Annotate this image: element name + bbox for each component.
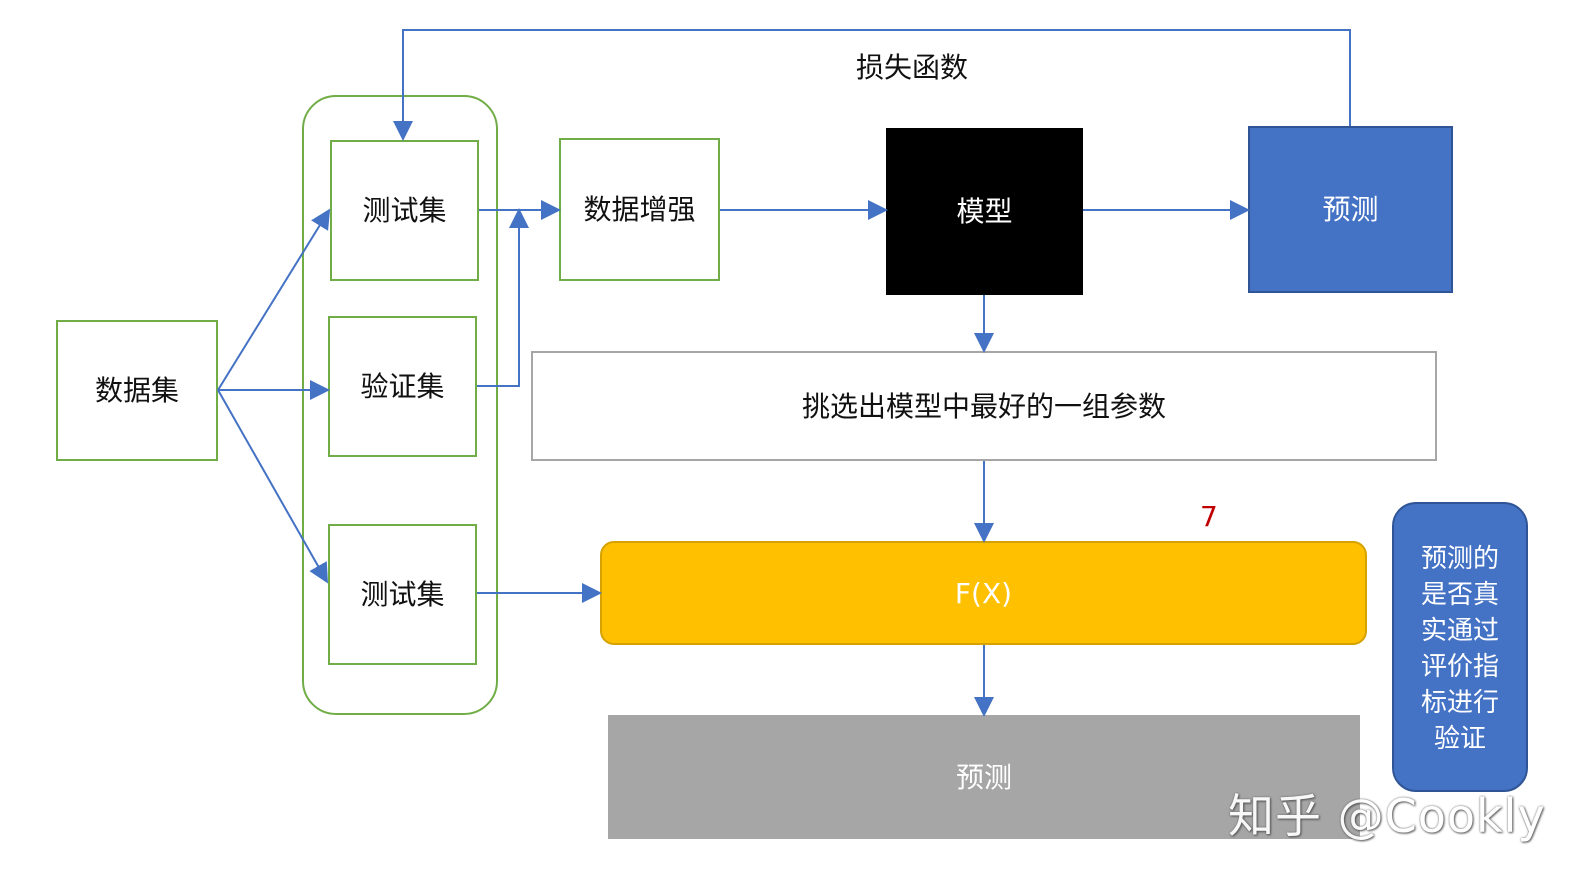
prediction-label-top: 预测: [1322, 193, 1379, 226]
best-params-box: 挑选出模型中最好的一组参数: [531, 351, 1437, 461]
loss-function-label: 损失函数: [856, 51, 969, 84]
prediction-box-bottom: 预测: [608, 715, 1360, 839]
function-box: F(X): [600, 541, 1367, 645]
validation-set-label: 验证集: [360, 370, 445, 403]
prediction-label-bottom: 预测: [955, 760, 1012, 794]
annotation-number: 7: [1200, 500, 1218, 533]
side-note-box: 预测的 是否真 实通过 评价指 标进行 验证: [1392, 502, 1528, 792]
test-set-box-top: 测试集: [330, 140, 479, 281]
side-note-label: 预测的 是否真 实通过 评价指 标进行 验证: [1420, 544, 1499, 754]
test-set-label-bottom: 测试集: [360, 578, 445, 611]
test-set-box-bottom: 测试集: [328, 524, 477, 665]
watermark: 知乎 @Cookly: [1228, 789, 1546, 843]
test-set-label-top: 测试集: [362, 194, 447, 227]
dataset-box: 数据集: [56, 320, 218, 461]
data-augmentation-box: 数据增强: [559, 138, 720, 281]
model-label: 模型: [956, 195, 1013, 228]
data-augmentation-label: 数据增强: [583, 193, 696, 226]
best-params-label: 挑选出模型中最好的一组参数: [801, 389, 1166, 423]
validation-set-box: 验证集: [328, 316, 477, 457]
model-box: 模型: [886, 128, 1083, 295]
prediction-box-top: 预测: [1248, 126, 1453, 293]
function-label: F(X): [954, 576, 1013, 610]
dataset-label: 数据集: [94, 374, 179, 407]
